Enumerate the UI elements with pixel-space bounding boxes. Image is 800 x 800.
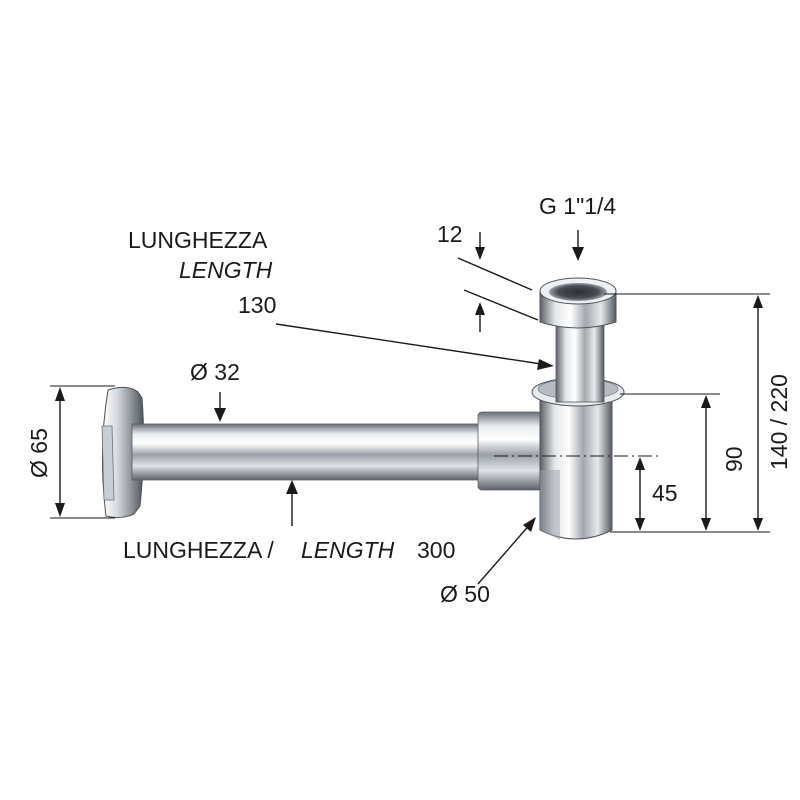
flange-diameter-label: Ø 65 (26, 428, 52, 478)
length-english-label: LENGTH (179, 257, 273, 283)
height-90-label: 90 (721, 446, 747, 472)
body-diameter-label: Ø 50 (440, 581, 490, 607)
inlet-length-value: 130 (238, 292, 276, 318)
wall-flange (101, 386, 145, 519)
length-bottom-value: 300 (417, 537, 455, 563)
height-total-label: 140 / 220 (766, 374, 792, 470)
dimension-lines (50, 230, 770, 585)
trap-illustration (101, 277, 625, 540)
height-45-label: 45 (652, 480, 678, 506)
tube-nut (477, 411, 543, 491)
bottom-length-label: LUNGHEZZA / LENGTH 300 (123, 537, 455, 563)
length-english-bottom: LENGTH (301, 537, 395, 563)
horizontal-tube (131, 423, 485, 481)
length-italian-bottom: LUNGHEZZA / (123, 537, 274, 563)
thread-size-label: G 1"1/4 (539, 193, 616, 219)
length-italian-label: LUNGHEZZA (128, 227, 268, 253)
inlet-bore (549, 283, 607, 301)
tube-diameter-label: Ø 32 (190, 359, 240, 385)
wall-thickness-label: 12 (437, 221, 463, 247)
